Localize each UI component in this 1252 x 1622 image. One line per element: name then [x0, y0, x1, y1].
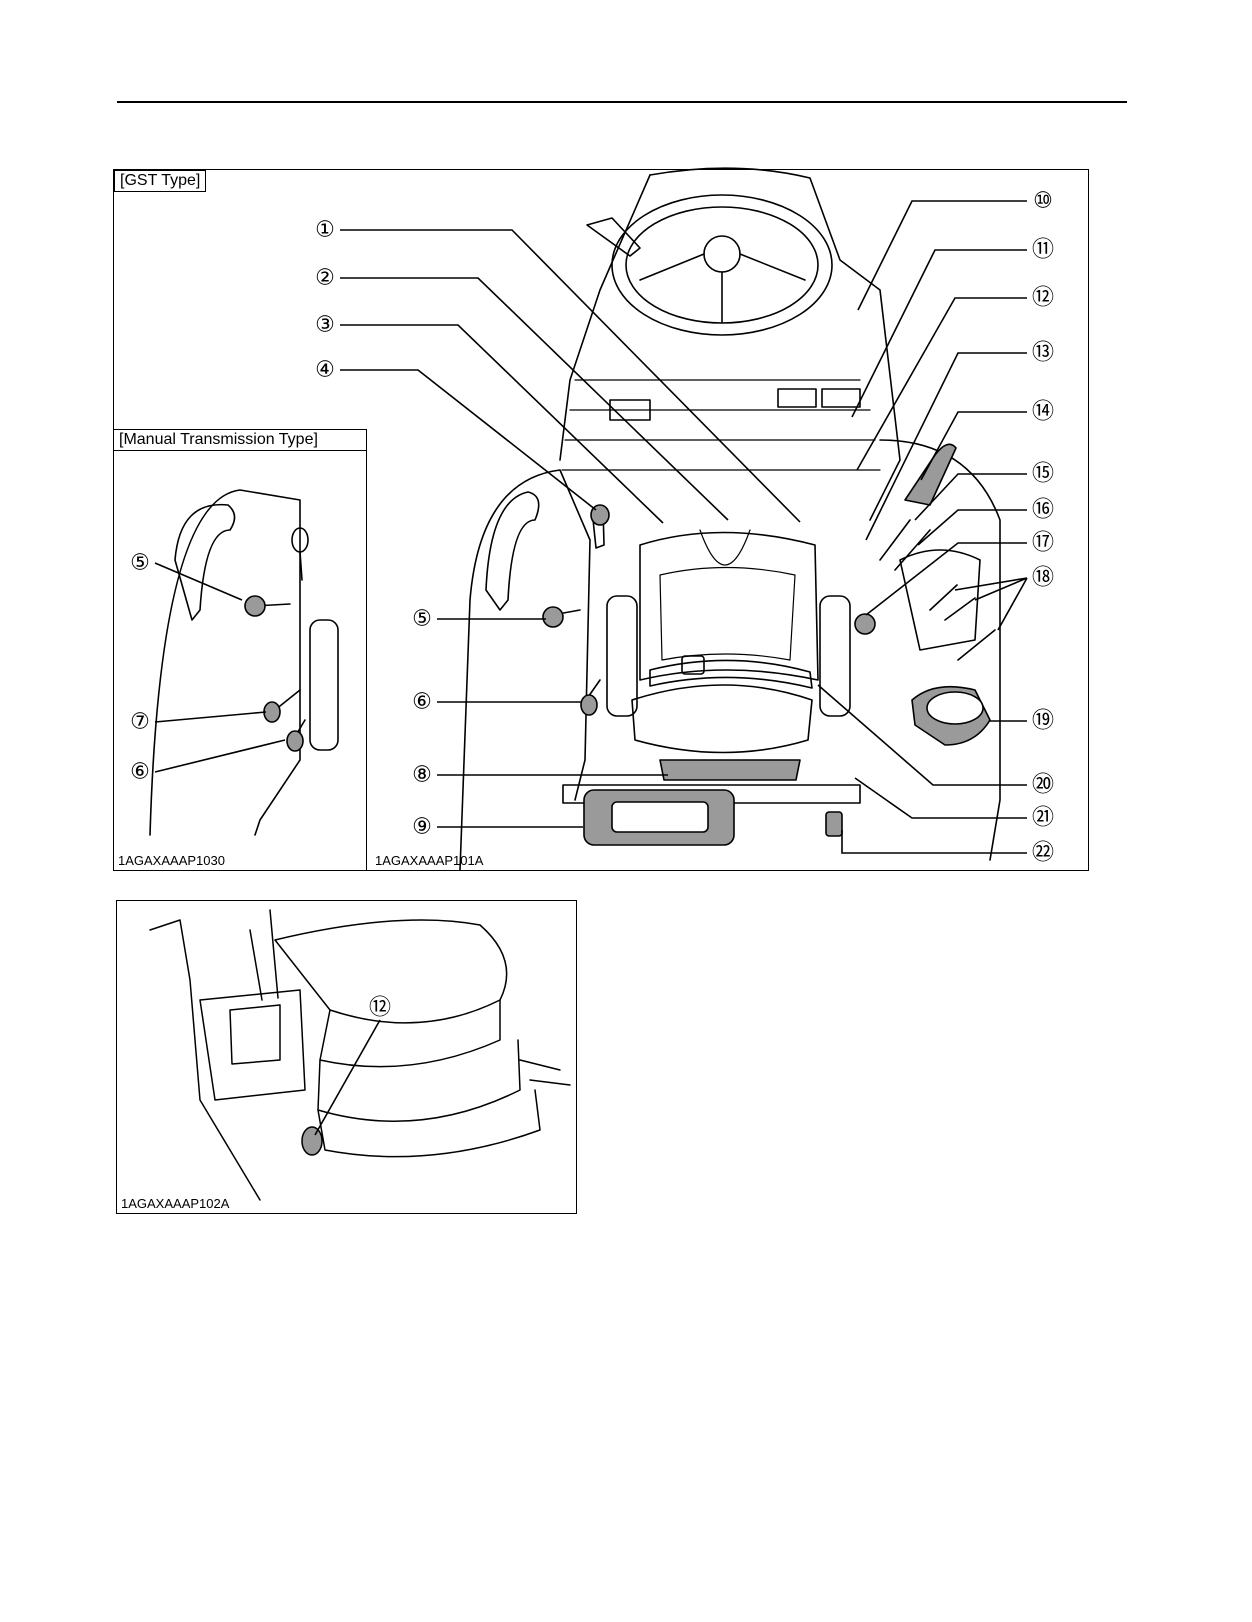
callout-11: ⑪ — [1032, 238, 1054, 263]
callout-8: ⑧ — [412, 763, 432, 788]
callout-10: ⑩ — [1033, 189, 1053, 214]
callout-12: ⑫ — [1032, 286, 1054, 311]
callout-15: ⑮ — [1032, 462, 1054, 487]
callout-17: ⑰ — [1032, 531, 1054, 556]
callout-21: ㉑ — [1032, 806, 1054, 831]
callout-16: ⑯ — [1032, 498, 1054, 523]
detail-figure-code: 1AGAXAAAP102A — [121, 1196, 229, 1211]
callout-3: ③ — [315, 313, 335, 338]
callout-2: ② — [315, 266, 335, 291]
callout-6: ⑥ — [412, 690, 432, 715]
callout-4: ④ — [315, 358, 335, 383]
callout-18: ⑱ — [1032, 566, 1054, 591]
manual-callout-6: ⑥ — [130, 760, 150, 785]
callout-20: ⑳ — [1032, 773, 1054, 798]
callout-1: ① — [315, 218, 335, 243]
manual-callout-7: ⑦ — [130, 710, 150, 735]
callout-22: ㉒ — [1032, 841, 1054, 866]
manual-callout-5: ⑤ — [130, 551, 150, 576]
callout-14: ⑭ — [1032, 400, 1054, 425]
callout-13: ⑬ — [1032, 341, 1054, 366]
callout-9: ⑨ — [412, 815, 432, 840]
detail-figure-panel — [116, 900, 577, 1214]
callout-19: ⑲ — [1032, 709, 1054, 734]
callout-5: ⑤ — [412, 607, 432, 632]
